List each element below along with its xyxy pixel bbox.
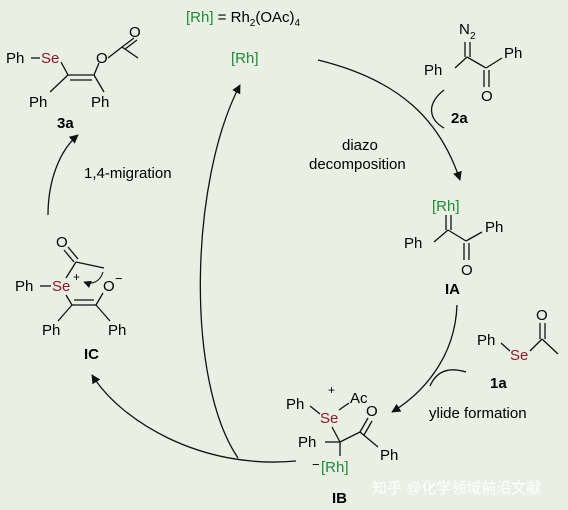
catalyst-label: [Rh] [231,50,259,67]
svg-text:Ph: Ph [42,322,60,339]
svg-text:Ph: Ph [404,235,422,252]
arrow-migration [47,134,79,216]
svg-text:Ph: Ph [29,94,47,111]
svg-text:O: O [56,234,68,251]
svg-text:O: O [129,24,141,41]
svg-text:Ph: Ph [380,447,398,464]
svg-text:O: O [96,50,108,67]
watermark: 知乎 @化学领域前沿文献 [372,480,541,497]
svg-text:Ph: Ph [6,50,24,67]
svg-text:O: O [536,307,548,324]
svg-text:Ph: Ph [286,396,304,413]
compound-label-3a: 3a [57,115,74,132]
svg-text:N: N [459,21,470,38]
arrow-catalyst-release [199,84,241,459]
structure-2a: N 2 Ph Ph O 2a [424,21,522,127]
catalyst-note: [Rh] = Rh2(OAc)4 [186,9,301,29]
svg-text:[Rh]: [Rh] [321,459,349,476]
curve-1a-in [429,369,467,387]
svg-text:Ph: Ph [424,62,442,79]
step-label-migration: 1,4-migration [84,165,172,182]
step-label-decomposition: decomposition [309,156,406,173]
step-label-ylide: ylide formation [429,405,527,422]
structure-1a: Ph Se O 1a [477,307,559,392]
svg-text:O: O [481,88,493,105]
svg-text:Se: Se [52,278,70,295]
structure-IA: [Rh] Ph Ph O IA [404,198,503,298]
svg-text:Ac: Ac [350,390,368,407]
step-label-diazo: diazo [342,137,378,154]
svg-text:Ph: Ph [504,45,522,62]
svg-text:Ph: Ph [15,278,33,295]
compound-label-IB: IB [332,490,347,507]
svg-text:Se: Se [41,50,59,67]
svg-text:Se: Se [320,410,338,427]
svg-text:+: + [328,383,335,397]
svg-text:O: O [461,262,473,279]
structure-IC: O Ph Se + O − Ph Ph IC [15,234,126,363]
svg-text:−: − [115,271,123,286]
svg-text:Ph: Ph [485,219,503,236]
svg-text:[Rh]: [Rh] [432,198,460,215]
compound-label-IC: IC [84,346,99,363]
svg-text:−: − [312,457,320,472]
arrow-to-IC [91,374,297,463]
svg-text:O: O [366,403,378,420]
compound-label-1a: 1a [490,375,507,392]
svg-text:Se: Se [510,347,528,364]
svg-text:Ph: Ph [108,322,126,339]
structure-3a: Ph Se O O Ph Ph 3a [6,24,141,132]
curve-2a-in [430,89,445,129]
svg-text:2: 2 [470,31,476,42]
arrow-ylide-formation [391,304,458,413]
svg-text:+: + [73,270,80,284]
svg-text:O: O [103,278,115,295]
svg-text:Ph: Ph [298,434,316,451]
svg-text:Ph: Ph [91,94,109,111]
svg-text:Ph: Ph [477,332,495,349]
compound-label-IA: IA [445,281,460,298]
compound-label-2a: 2a [451,110,468,127]
structure-IB: + Ph Se Ac Ph O Ph − [Rh] IB [286,383,398,507]
arrow-diazo-decomposition [317,59,462,181]
